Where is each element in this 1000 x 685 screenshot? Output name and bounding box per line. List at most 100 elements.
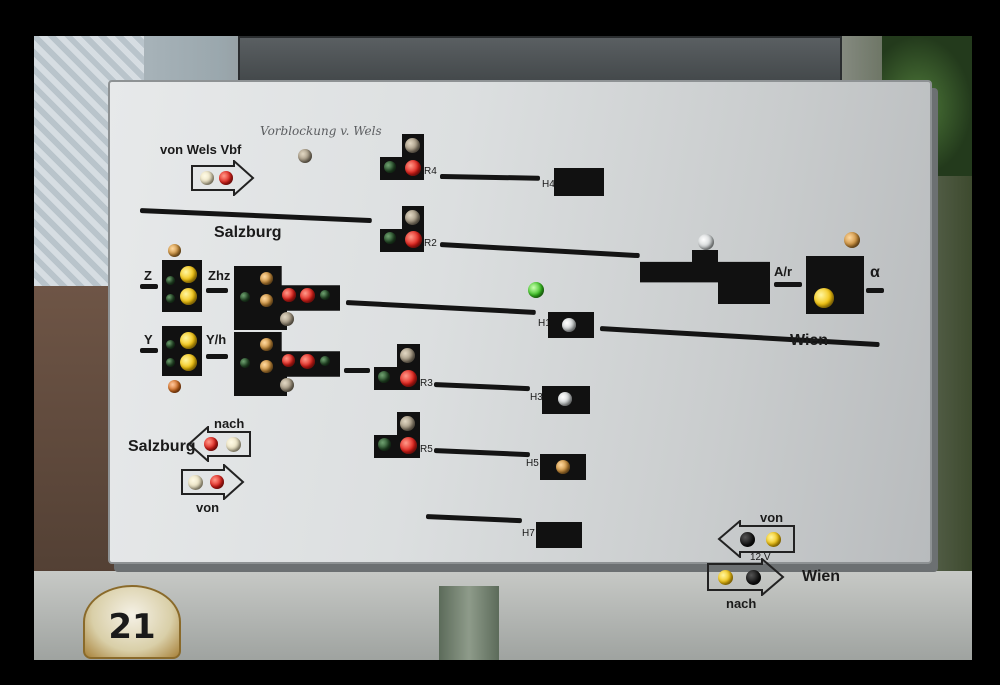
label-r3: R3	[420, 378, 433, 389]
lamp-z-yellow2	[180, 288, 197, 305]
lamp-r3-top	[400, 348, 415, 363]
label-h3: H3	[530, 392, 543, 403]
lamp-y-green1	[166, 340, 175, 349]
label-y: Y	[144, 332, 153, 347]
track-ylh	[206, 354, 228, 359]
lamp-nach-left-red	[204, 437, 218, 451]
lamp-h5-amber	[556, 460, 570, 474]
lamp-r5-red	[400, 437, 417, 454]
lamp-y-bottom	[168, 380, 181, 393]
lamp-von-left-white	[188, 475, 203, 490]
lamp-von-left-red	[210, 475, 224, 489]
lamp-z-top	[168, 244, 181, 257]
block-h4	[554, 168, 604, 196]
lamp-ylh-red2	[300, 354, 315, 369]
track-r5	[433, 448, 531, 458]
lamp-z-yellow1	[180, 266, 197, 283]
lamp-y-yellow2	[180, 354, 197, 371]
lamp-ylh-green2	[320, 356, 330, 366]
label-wien-track: Wien	[790, 332, 829, 349]
block-ar	[640, 250, 770, 304]
lamp-r4-red	[405, 160, 421, 176]
label-ar: A/r	[774, 264, 793, 279]
block-h7	[536, 522, 582, 548]
lamp-zhz-b	[260, 294, 273, 307]
lamp-h3-clear	[558, 392, 572, 406]
arrow-right-icon	[191, 160, 255, 196]
lamp-r3-red	[400, 370, 417, 387]
lamp-r5-green	[378, 438, 391, 451]
lamp-h1-clear	[562, 318, 576, 332]
label-ylh: Y/h	[206, 332, 227, 347]
label-wien-bottom: Wien	[802, 568, 841, 585]
label-von-wels: von Wels Vbf	[160, 142, 242, 157]
lamp-zhz-a	[260, 272, 273, 285]
lamp-alpha-yellow	[814, 288, 834, 308]
lamp-von-wels-white	[200, 171, 214, 185]
lamp-r2-red	[405, 231, 422, 248]
label-salzburg-top: Salzburg	[214, 224, 282, 241]
arrow-left-icon	[187, 426, 251, 462]
label-h7: H7	[522, 528, 535, 539]
lamp-nach-right-amber	[718, 570, 733, 585]
track-r4	[439, 174, 541, 181]
lamp-von-right-amber	[766, 532, 781, 547]
arrow-right-icon	[707, 558, 785, 596]
track-ylh-out	[344, 368, 370, 373]
lamp-ar-clear	[698, 234, 714, 250]
lamp-z-green2	[166, 294, 175, 303]
track-wien	[599, 326, 880, 348]
track-ar	[774, 282, 802, 287]
label-volt: 12 V	[750, 552, 771, 563]
lamp-ylh-b	[260, 360, 273, 373]
lamp-nach-right-black	[746, 570, 761, 585]
table-surface	[34, 571, 972, 660]
track-z	[140, 284, 158, 289]
lamp-r2-top	[405, 210, 420, 225]
handwritten-caption: Vorblockung v. Wels	[260, 124, 382, 138]
lamp-r4-green	[384, 161, 396, 173]
lamp-green-status	[528, 282, 544, 298]
desk-calendar: 21	[83, 585, 181, 659]
lamp-r2-green	[384, 232, 396, 244]
lamp-alpha-top	[844, 232, 860, 248]
lamp-r3-green	[378, 371, 390, 383]
lamp-zhz-red2	[300, 288, 315, 303]
panel-stand	[439, 586, 499, 660]
label-h1: H1	[538, 318, 551, 329]
label-h4: H4	[542, 179, 555, 190]
label-nach-right: nach	[726, 596, 757, 611]
label-z: Z	[144, 268, 152, 283]
lamp-ylh-a	[260, 338, 273, 351]
lamp-y-green2	[166, 358, 175, 367]
lamp-ylh-bottom	[280, 378, 294, 392]
lamp-zhz-green	[240, 292, 250, 302]
track-r3	[433, 382, 531, 392]
label-von-left: von	[196, 500, 220, 515]
arrow-left-icon	[717, 520, 795, 558]
lamp-ylh-green	[240, 358, 250, 368]
lamp-zhz-bottom	[280, 312, 294, 326]
track-alpha	[866, 288, 884, 293]
signal-control-panel: Vorblockung v. Wels von Wels Vbf Salzbur…	[108, 80, 932, 611]
lamp-von-right-black	[740, 532, 755, 547]
label-r2: R2	[424, 238, 437, 249]
block-alpha	[806, 256, 864, 314]
indicator-lamp-top	[298, 149, 312, 163]
lamp-nach-left-white	[226, 437, 241, 452]
label-salzburg-bottom: Salzburg	[128, 438, 196, 455]
label-h5: H5	[526, 458, 539, 469]
lamp-zhz-red1	[282, 288, 296, 302]
track-main-h1	[345, 300, 536, 315]
lamp-r4-top	[405, 138, 420, 153]
photo-scene: Vorblockung v. Wels von Wels Vbf Salzbur…	[34, 36, 972, 660]
calendar-day: 21	[108, 607, 156, 647]
lamp-zhz-green2	[320, 290, 330, 300]
track-r2	[439, 242, 640, 259]
track-h7	[425, 514, 523, 524]
label-r5: R5	[420, 444, 433, 455]
lamp-r5-top	[400, 416, 415, 431]
label-zhz: Zhz	[208, 268, 231, 283]
lamp-z-green1	[166, 276, 175, 285]
track-salzburg-top	[139, 208, 372, 224]
